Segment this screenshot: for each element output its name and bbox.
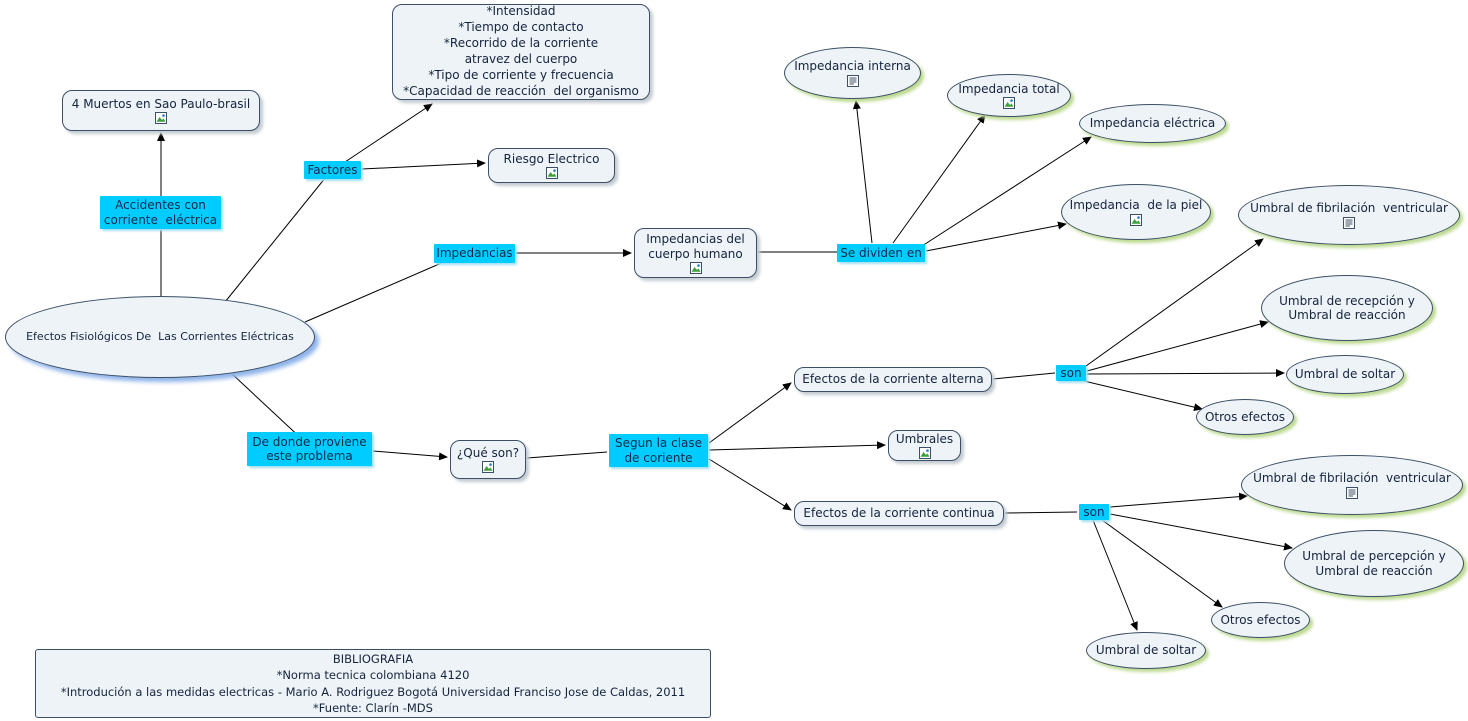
concept-umbral-soltar-1-label: Umbral de soltar	[1294, 367, 1396, 382]
linking-phrase-se-dividen-label: Se dividen en	[840, 245, 922, 260]
linking-phrase-son-2[interactable]: son	[1079, 504, 1109, 520]
linking-phrase-dedonde[interactable]: De donde proviene este problema	[247, 432, 372, 466]
image-icon[interactable]	[1003, 97, 1015, 110]
image-icon[interactable]	[1130, 213, 1142, 226]
linking-phrase-dedonde-label: De donde proviene este problema	[252, 434, 367, 463]
link-son1-fib1	[1085, 238, 1264, 367]
document-icon[interactable]	[1346, 486, 1358, 499]
concept-muertos-label: 4 Muertos en Sao Paulo-brasil	[71, 96, 251, 111]
concept-queson-label: ¿Qué son?	[456, 445, 520, 460]
bibliography-text: BIBLIOGRAFIA *Norma tecnica colombiana 4…	[60, 652, 686, 715]
document-icon[interactable]	[1343, 216, 1355, 229]
link-main-dedonde	[229, 371, 306, 443]
linking-phrase-son-1-label: son	[1060, 365, 1082, 380]
concept-umbrales-label: Umbrales	[895, 431, 954, 446]
link-son2-otros2	[1101, 519, 1223, 608]
bibliography-box[interactable]: BIBLIOGRAFIA *Norma tecnica colombiana 4…	[35, 649, 711, 718]
link-main-impedancias	[304, 254, 461, 323]
link-dedonde-queson	[372, 450, 448, 461]
concept-efectos-alterna-label: Efectos de la corriente alterna	[802, 372, 984, 387]
concept-otros-efectos-2[interactable]: Otros efectos	[1211, 602, 1310, 638]
image-icon[interactable]	[689, 261, 702, 274]
link-queson-segun	[526, 451, 608, 459]
concept-umbral-fibrilacion-2[interactable]: Umbral de fibrilación ventricular	[1241, 455, 1463, 515]
concept-umbral-fibrilacion-2-label: Umbral de fibrilación ventricular	[1253, 471, 1451, 486]
concept-impedancia-piel-label: Impedancia de la piel	[1069, 198, 1203, 213]
concept-impedancia-piel[interactable]: Impedancia de la piel	[1061, 184, 1211, 240]
concept-umbrales[interactable]: Umbrales	[888, 430, 961, 461]
concept-umbral-percepcion[interactable]: Umbral de percepción y Umbral de reacció…	[1284, 530, 1464, 597]
link-sedividen-total	[892, 114, 986, 244]
linking-phrase-son-1[interactable]: son	[1056, 365, 1086, 381]
linking-phrase-se-dividen[interactable]: Se dividen en	[837, 244, 925, 262]
concept-impedancia-interna[interactable]: Impedancia interna	[784, 47, 921, 99]
concept-impedancia-electrica-label: Impedancia eléctrica	[1089, 116, 1216, 131]
linking-phrase-segun-label: Segun la clase de coriente	[614, 436, 703, 465]
concept-umbral-fibrilacion-1[interactable]: Umbral de fibrilación ventricular	[1238, 185, 1460, 245]
link-son1-recepcion	[1086, 320, 1269, 372]
concept-umbral-percepcion-label: Umbral de percepción y Umbral de reacció…	[1302, 549, 1446, 578]
link-factores-riesgo	[361, 159, 486, 170]
concept-efectos-continua[interactable]: Efectos de la corriente continua	[794, 501, 1004, 526]
concept-impedancia-interna-label: Impedancia interna	[794, 59, 911, 74]
concept-impedancia-total-label: Impedancia total	[958, 81, 1060, 96]
linking-phrase-son-2-label: son	[1083, 504, 1105, 519]
concept-queson[interactable]: ¿Qué son?	[450, 440, 526, 479]
link-son2-fib2	[1109, 492, 1248, 508]
concept-otros-efectos-1-label: Otros efectos	[1204, 409, 1286, 424]
link-son2-soltar2	[1092, 519, 1138, 631]
concept-umbral-soltar-2-label: Umbral de soltar	[1095, 643, 1197, 658]
concept-muertos[interactable]: 4 Muertos en Sao Paulo-brasil	[62, 90, 260, 131]
concept-efectos-continua-label: Efectos de la corriente continua	[803, 506, 995, 521]
concept-main-label: Efectos Fisiológicos De Las Corrientes E…	[26, 330, 294, 344]
concept-riesgo-label: Riesgo Electrico	[503, 151, 600, 166]
link-alterna-son1	[992, 372, 1056, 380]
link-son1-soltar1	[1086, 369, 1285, 378]
image-icon[interactable]	[545, 167, 558, 180]
link-sedividen-piel	[925, 221, 1067, 252]
concept-riesgo[interactable]: Riesgo Electrico	[488, 148, 615, 183]
link-son2-percepcion	[1109, 513, 1293, 551]
linking-phrase-impedancias[interactable]: Impedancias	[434, 244, 515, 263]
linking-phrase-segun[interactable]: Segun la clase de coriente	[609, 434, 708, 467]
linking-phrase-accidentes-label: Accidentes con corriente eléctrica	[103, 198, 218, 227]
linking-phrase-factores[interactable]: Factores	[304, 161, 361, 179]
link-main-factores	[224, 171, 331, 303]
concept-otros-efectos-2-label: Otros efectos	[1220, 612, 1301, 627]
link-factores-detalle	[344, 103, 433, 163]
linking-phrase-impedancias-label: Impedancias	[436, 246, 513, 261]
concept-impedancia-electrica[interactable]: Impedancia eléctrica	[1079, 104, 1226, 143]
link-sedividen-electrica	[921, 136, 1092, 247]
image-icon[interactable]	[918, 447, 931, 460]
link-segun-umbrales	[708, 441, 886, 451]
concept-otros-efectos-1[interactable]: Otros efectos	[1196, 399, 1294, 435]
link-sedividen-interna	[852, 100, 873, 244]
concept-factores-detalle[interactable]: *Intensidad *Tiempo de contacto *Recorri…	[392, 4, 650, 100]
concept-impedancia-total[interactable]: Impedancia total	[947, 74, 1071, 117]
concept-umbral-soltar-2[interactable]: Umbral de soltar	[1086, 632, 1206, 669]
document-icon[interactable]	[846, 74, 859, 87]
concept-umbral-recepcion-label: Umbral de recepción y Umbral de reacción	[1279, 293, 1415, 322]
concept-umbral-fibrilacion-1-label: Umbral de fibrilación ventricular	[1250, 201, 1448, 216]
link-segun-continua	[708, 458, 792, 511]
concept-umbral-recepcion[interactable]: Umbral de recepción y Umbral de reacción	[1261, 275, 1433, 341]
linking-phrase-factores-label: Factores	[307, 162, 358, 177]
link-continua-son2	[1004, 511, 1078, 514]
concept-impedancias-cuerpo[interactable]: Impedancias del cuerpo humano	[634, 228, 757, 278]
image-icon[interactable]	[482, 461, 494, 474]
linking-phrase-accidentes[interactable]: Accidentes con corriente eléctrica	[100, 196, 221, 229]
concept-efectos-alterna[interactable]: Efectos de la corriente alterna	[794, 367, 992, 392]
link-segun-alterna	[708, 382, 792, 444]
image-icon[interactable]	[155, 112, 167, 125]
concept-impedancias-cuerpo-label: Impedancias del cuerpo humano	[646, 232, 745, 261]
concept-factores-detalle-label: *Intensidad *Tiempo de contacto *Recorri…	[403, 4, 639, 98]
concept-umbral-soltar-1[interactable]: Umbral de soltar	[1286, 355, 1404, 394]
link-son1-otros1	[1083, 380, 1203, 412]
concept-main[interactable]: Efectos Fisiológicos De Las Corrientes E…	[5, 296, 315, 378]
